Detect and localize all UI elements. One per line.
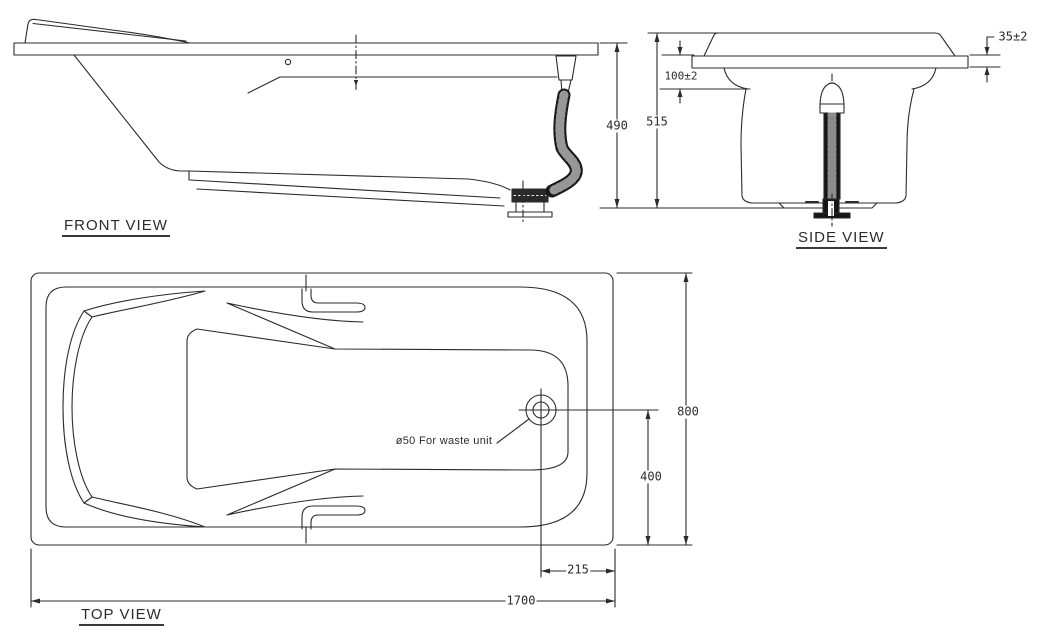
front-view-label: FRONT VIEW	[62, 217, 170, 237]
side-right-shoulder	[911, 67, 937, 90]
front-centerline-arrow	[353, 80, 359, 86]
front-rim	[13, 42, 599, 56]
drain-note-leader	[496, 418, 530, 444]
side-rim	[691, 55, 969, 69]
side-rim-top-cap	[703, 32, 956, 57]
front-left-wall	[73, 54, 190, 181]
dim-rim-depth-100	[659, 40, 751, 104]
drain-note: ø50 For waste unit	[395, 435, 493, 447]
front-bottom-strip-upper	[189, 179, 501, 199]
dim-label-100: 100±2	[663, 69, 699, 83]
front-drain-tail	[515, 201, 545, 213]
top-view-label: TOP VIEW	[79, 606, 164, 626]
top-wing-upper	[83, 290, 206, 318]
front-inner-edge-line	[247, 76, 558, 94]
top-handle-lower	[301, 505, 366, 530]
dimension-lines	[30, 32, 1001, 608]
top-headrest-band-outer	[62, 310, 85, 504]
top-outer-rect	[30, 272, 614, 546]
dim-label-515: 515	[645, 114, 669, 129]
side-right-wall	[895, 88, 915, 204]
side-standpipe-dome	[819, 82, 845, 108]
front-headrest-inner-line	[32, 22, 187, 42]
dim-label-35: 35±2	[997, 29, 1029, 44]
front-hose-corrugation-marks	[547, 90, 581, 196]
dim-label-800: 800	[676, 404, 700, 419]
side-left-shoulder	[723, 67, 749, 90]
top-armrest-sliver-lower	[226, 468, 364, 516]
side-view-label: SIDE VIEW	[796, 229, 887, 249]
top-rim-outline	[45, 286, 588, 528]
dim-rim-thickness-35	[969, 36, 1001, 83]
dim-label-215: 215	[566, 562, 590, 577]
front-view-drawing	[13, 18, 599, 223]
side-left-wall	[740, 88, 753, 204]
front-drain-plate	[507, 211, 553, 218]
front-overflow-hole	[284, 58, 292, 66]
top-armrest-sliver-upper	[226, 302, 364, 350]
front-hose-connector	[555, 55, 577, 81]
top-view-drawing	[30, 272, 659, 546]
top-basin-outline	[186, 328, 569, 490]
dim-label-1700: 1700	[505, 593, 537, 608]
top-handle-upper	[301, 288, 366, 313]
dim-label-400: 400	[639, 469, 663, 484]
dim-label-490: 490	[605, 118, 629, 133]
front-bottom-strip-lower	[196, 188, 505, 207]
side-drain-slit	[828, 201, 834, 216]
top-wing-lower	[83, 496, 206, 528]
front-floor-inner-line	[188, 170, 511, 191]
front-headrest-wedge	[24, 18, 191, 44]
side-view-drawing	[691, 32, 969, 227]
top-headrest-band-inner	[71, 316, 93, 498]
